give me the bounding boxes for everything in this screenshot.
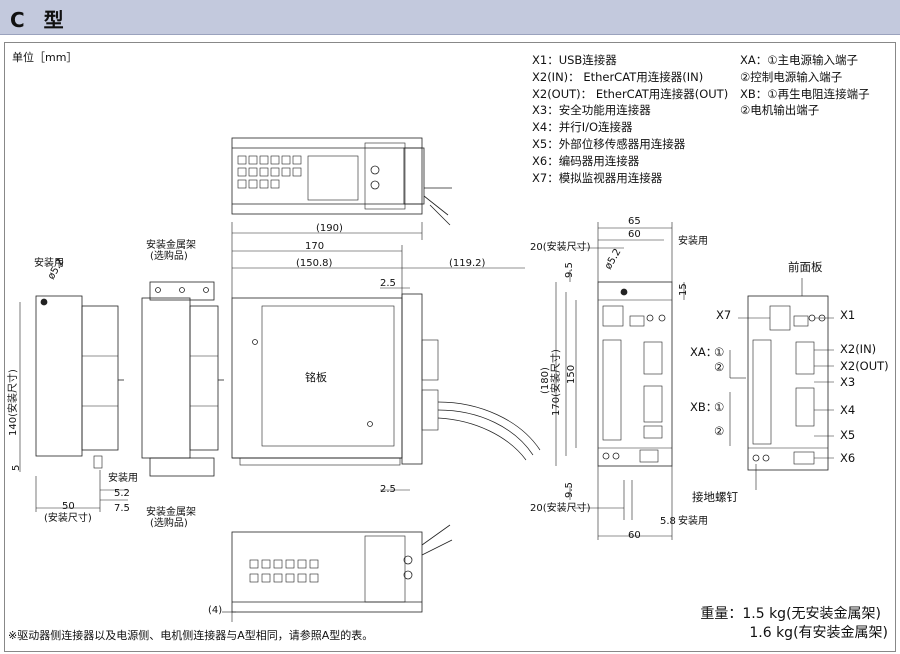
dim-4: (4)	[208, 605, 223, 616]
dim-15: 15	[678, 283, 689, 296]
weight-without-bracket: 1.5 kg(无安装金属架)	[742, 606, 881, 622]
ground-screw-label: 接地螺钉	[692, 490, 738, 504]
x6-label: X6	[840, 451, 856, 465]
dim-170: 170	[305, 241, 325, 252]
mount-use-label-2: 安装用	[108, 473, 138, 484]
connector-legend-right: XA：①主电源输入端子 ②控制电源输入端子 XB：①再生电阻连接端子 ②电机输出…	[740, 52, 870, 119]
connector-legend-left: X1：USB连接器 X2(IN)： EtherCAT用连接器(IN) X2(OU…	[532, 52, 728, 186]
xb-label: XB：	[690, 400, 718, 414]
dim-5-2: 5.2	[114, 488, 130, 499]
legend-x3: X3：安全功能用连接器	[532, 103, 651, 118]
weight-block: 重量：1.5 kg(无安装金属架) 1.6 kg(有安装金属架)	[700, 605, 888, 643]
x4-label: X4	[840, 403, 856, 417]
bracket-view	[141, 281, 224, 477]
dim-65: 65	[628, 216, 641, 227]
header-bar: C 型	[0, 0, 900, 35]
xa-circle-1: ①	[714, 345, 725, 359]
legend-x7: X7：模拟监视器用连接器	[532, 170, 663, 185]
drawing-frame	[4, 42, 896, 652]
page-title: C 型	[10, 8, 70, 32]
dim-150-8: (150.8)	[296, 258, 333, 269]
footnote: ※驱动器侧连接器以及电源侧、电机侧连接器与A型相同，请参照A型的表。	[8, 629, 374, 642]
dim-170-vertical: 170(安装尺寸)	[551, 349, 562, 416]
dim-50-sub: (安装尺寸)	[44, 513, 92, 524]
dim-7-5: 7.5	[114, 503, 130, 514]
bottom-view	[222, 524, 453, 622]
legend-x4: X4：并行I/O连接器	[532, 120, 633, 135]
bracket-bottom-sub: (选购品)	[150, 518, 188, 529]
xa-label: XA：	[690, 345, 718, 359]
mount-use-label-4: 安装用	[678, 516, 708, 527]
xa-circle-2: ②	[714, 360, 725, 374]
side-view	[231, 293, 541, 466]
legend-x2-in: X2(IN)： EtherCAT用连接器(IN)	[532, 69, 704, 84]
nameplate-label: 铭板	[305, 371, 327, 384]
dim-5: 5	[11, 464, 22, 471]
legend-xa-1: XA：①主电源输入端子	[740, 53, 859, 67]
xb-circle-1: ①	[714, 400, 725, 414]
legend-xb-2: ②电机输出端子	[740, 103, 820, 118]
dim-190: (190)	[316, 223, 343, 234]
x7-label: X7	[716, 308, 732, 322]
mount-use-label-3: 安装用	[678, 236, 708, 247]
unit-label: 单位［mm］	[12, 51, 78, 64]
dim-60-top: 60	[628, 229, 641, 240]
mount-use-label-1: 安装用	[34, 258, 64, 269]
dim-9-5-top: 9.5	[564, 262, 575, 278]
front-view	[555, 222, 685, 540]
dim-9-5-bottom: 9.5	[564, 482, 575, 498]
x5-label: X5	[840, 428, 856, 442]
x2-in-label: X2(IN)	[840, 342, 877, 356]
xb-circle-2: ②	[714, 424, 725, 438]
dim-60-bottom: 60	[628, 530, 641, 541]
front-panel-label: 前面板	[788, 260, 823, 274]
legend-x2-out: X2(OUT)： EtherCAT用连接器(OUT)	[532, 86, 729, 101]
x3-label: X3	[840, 375, 856, 389]
x1-label: X1	[840, 308, 856, 322]
dim-2-5-top: 2.5	[380, 278, 396, 289]
dim-140: 140(安装尺寸)	[8, 369, 19, 436]
bracket-top-label: 安装金属架	[146, 240, 196, 251]
weight-with-bracket: 1.6 kg(有安装金属架)	[749, 625, 888, 641]
dim-2-5-bottom: 2.5	[380, 484, 396, 495]
legend-xb-1: XB：①再生电阻连接端子	[740, 86, 870, 101]
dim-20-bottom: 20(安装尺寸)	[530, 503, 591, 514]
dim-180: (180)	[540, 367, 551, 394]
top-view	[231, 137, 452, 226]
dim-150-vertical: 150	[566, 364, 577, 384]
weight-label: 重量：	[700, 606, 743, 622]
bracket-bottom-label: 安装金属架	[146, 507, 196, 518]
legend-x6: X6：编码器用连接器	[532, 153, 640, 168]
dim-20-top: 20(安装尺寸)	[530, 242, 591, 253]
dim-119-2: (119.2)	[449, 258, 486, 269]
legend-xa-2: ②控制电源输入端子	[740, 69, 843, 84]
front-view-annotated	[729, 278, 834, 490]
legend-x1: X1：USB连接器	[532, 53, 617, 67]
left-view	[19, 295, 128, 512]
legend-x5: X5：外部位移传感器用连接器	[532, 136, 686, 151]
x2-out-label: X2(OUT)	[840, 359, 889, 373]
dim-5-8: 5.8	[660, 516, 676, 527]
dim-50: 50	[62, 501, 75, 512]
horizontal-dimensions	[231, 222, 525, 491]
bracket-top-sub: (选购品)	[150, 251, 188, 262]
